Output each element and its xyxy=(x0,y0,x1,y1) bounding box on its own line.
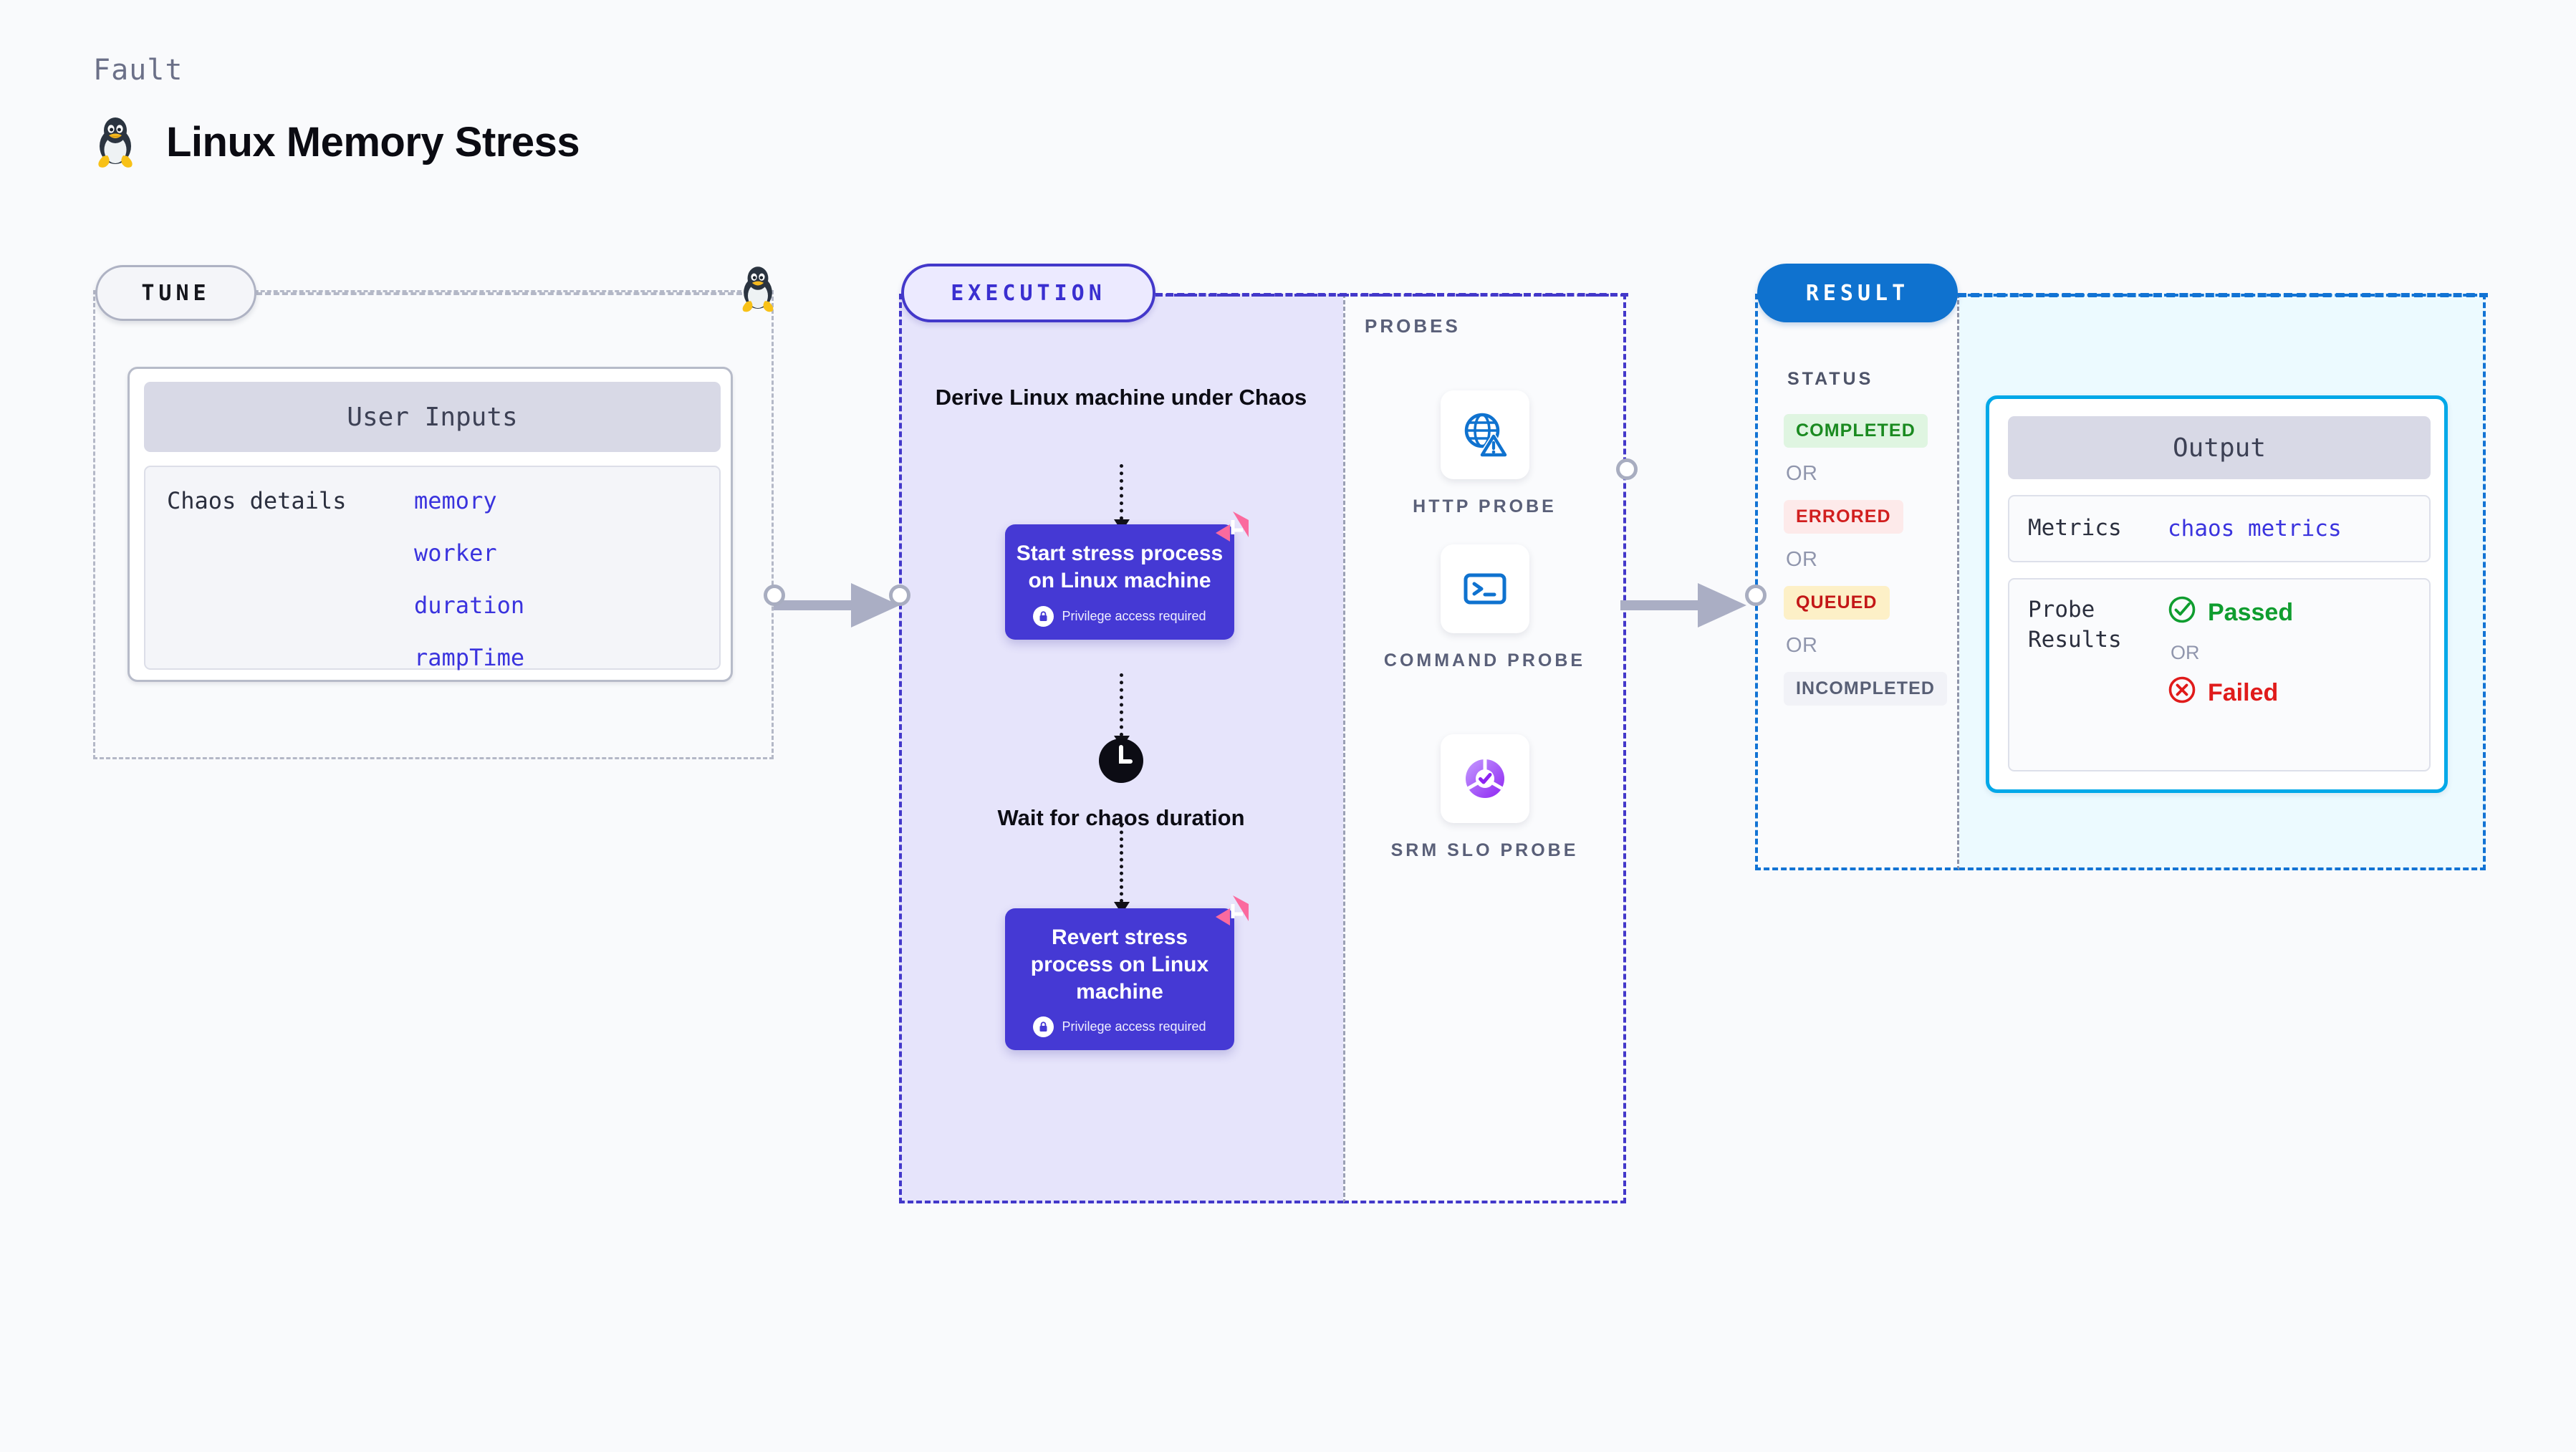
lock-icon xyxy=(1033,1016,1054,1038)
connector-tune-to-execution xyxy=(774,573,903,641)
connector-node-result-left xyxy=(1745,585,1767,606)
tune-leader-line xyxy=(256,292,751,295)
connector-node-tune-right xyxy=(764,585,785,606)
x-circle-icon xyxy=(2168,675,2196,711)
status-badge-completed: COMPLETED xyxy=(1784,414,1928,448)
output-probe-results-row: Probe Results Passed OR xyxy=(2008,578,2431,771)
globe-warning-icon xyxy=(1440,390,1529,479)
output-metrics-row: Metrics chaos metrics xyxy=(2008,495,2431,562)
result-pill[interactable]: RESULT xyxy=(1757,264,1958,322)
probe-result-passed: Passed xyxy=(2168,595,2293,630)
probe-result-failed: Failed xyxy=(2168,675,2293,711)
chaos-param-duration[interactable]: duration xyxy=(414,592,525,619)
status-badge-incompleted: INCOMPLETED xyxy=(1784,672,1948,706)
status-badge-errored: ERRORED xyxy=(1784,500,1903,534)
lock-icon xyxy=(1033,605,1054,627)
tune-panel xyxy=(93,290,774,759)
execution-pill[interactable]: EXECUTION xyxy=(901,264,1155,322)
page-title: Linux Memory Stress xyxy=(166,118,580,165)
status-list: COMPLETED OR ERRORED OR QUEUED OR INCOMP… xyxy=(1784,414,1948,706)
probe-label: SRM SLO PROBE xyxy=(1390,840,1579,860)
probe-srm-slo[interactable]: SRM SLO PROBE xyxy=(1343,734,1626,863)
probe-result-passed-label: Passed xyxy=(2208,599,2294,626)
privilege-note: Privilege access required xyxy=(1033,605,1206,627)
metrics-value[interactable]: chaos metrics xyxy=(2168,516,2342,542)
output-header: Output xyxy=(2008,416,2431,479)
privilege-note-label: Privilege access required xyxy=(1062,608,1206,623)
action-card-start-stress[interactable]: Start stress process on Linux machine Pr… xyxy=(1005,511,1249,640)
probe-command[interactable]: COMMAND PROBE xyxy=(1343,544,1626,673)
user-inputs-card: User Inputs Chaos details memory worker … xyxy=(128,367,733,682)
status-or-1: OR xyxy=(1786,462,1818,485)
connector-node-probes-right xyxy=(1616,458,1638,480)
action-card-revert-stress[interactable]: Revert stress process on Linux machine P… xyxy=(1005,895,1249,1051)
page-kicker: Fault xyxy=(93,54,183,87)
connector-probes-to-result xyxy=(1620,573,1749,641)
execution-flow: Derive Linux machine under Chaos Start s… xyxy=(899,294,1343,1203)
user-inputs-header: User Inputs xyxy=(144,382,721,452)
check-circle-icon xyxy=(2168,595,2196,630)
status-badge-queued: QUEUED xyxy=(1784,586,1890,620)
probe-http[interactable]: HTTP PROBE xyxy=(1343,390,1626,519)
flow-arrow-3 xyxy=(1114,824,1130,914)
page-title-row: Linux Memory Stress xyxy=(93,115,580,169)
action-card-title: Revert stress process on Linux machine xyxy=(1030,925,1209,1004)
clock-icon xyxy=(1098,738,1144,787)
privilege-note-label: Privilege access required xyxy=(1062,1019,1206,1034)
chaos-param-worker[interactable]: worker xyxy=(414,539,497,567)
chaos-details-values: memory worker duration rampTime xyxy=(414,487,525,671)
probe-result-failed-label: Failed xyxy=(2208,679,2279,706)
probe-label: HTTP PROBE xyxy=(1413,496,1557,516)
terminal-icon xyxy=(1440,544,1529,633)
connector-node-execution-left xyxy=(889,585,910,606)
probes-label: PROBES xyxy=(1365,315,1461,337)
action-card-title: Start stress process on Linux machine xyxy=(1016,542,1224,592)
execution-leader-line xyxy=(1155,293,1628,297)
tune-pill[interactable]: TUNE xyxy=(95,265,256,321)
privilege-note: Privilege access required xyxy=(1033,1016,1206,1038)
chaos-param-ramptime[interactable]: rampTime xyxy=(414,644,525,671)
metrics-label: Metrics xyxy=(2028,515,2122,542)
tux-penguin-icon xyxy=(93,115,138,169)
flow-arrow-1 xyxy=(1114,464,1130,532)
status-or-3: OR xyxy=(1786,634,1818,657)
chaos-param-memory[interactable]: memory xyxy=(414,487,497,514)
flow-arrow-2 xyxy=(1114,673,1130,748)
chaos-details-row: Chaos details memory worker duration ram… xyxy=(144,466,721,671)
status-or-2: OR xyxy=(1786,548,1818,571)
tux-penguin-icon xyxy=(738,264,778,317)
probe-results-values: Passed OR Failed xyxy=(2168,595,2293,754)
step-derive-label: Derive Linux machine under Chaos xyxy=(935,385,1307,410)
output-card: Output Metrics chaos metrics Probe Resul… xyxy=(1986,395,2448,793)
result-status-panel xyxy=(1755,294,1959,870)
chaos-mark-icon xyxy=(1211,509,1251,552)
probe-label: COMMAND PROBE xyxy=(1383,650,1586,670)
chaos-details-label: Chaos details xyxy=(167,487,347,514)
status-label: STATUS xyxy=(1787,369,1874,389)
probe-result-or: OR xyxy=(2171,642,2200,663)
result-leader-line xyxy=(1958,293,2488,297)
probe-results-label: Probe Results xyxy=(2028,597,2122,653)
chaos-mark-icon xyxy=(1211,893,1251,936)
slo-donut-check-icon xyxy=(1440,734,1529,823)
